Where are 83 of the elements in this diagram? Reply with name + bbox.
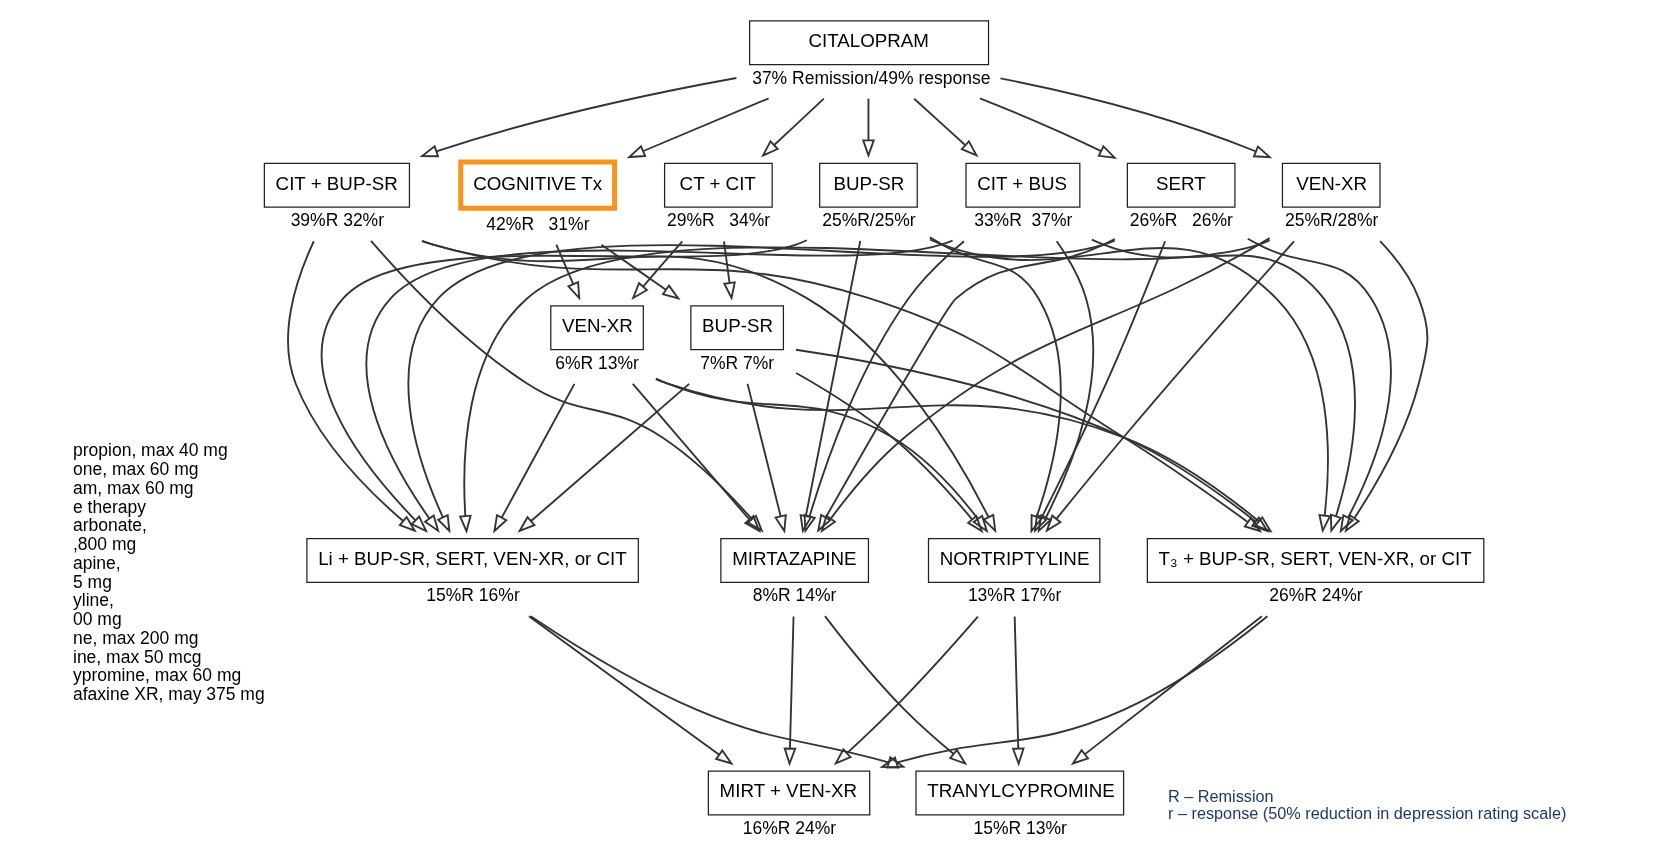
- node-label: 13%R 17%r: [967, 585, 1061, 606]
- arrow: [1033, 240, 1166, 534]
- label: apine,: [72, 552, 121, 573]
- node-box: MIRT + VEN-XR: [707, 770, 870, 816]
- label: r – response (50% reduction in depression rating scale): [1167, 804, 1566, 823]
- arrow: [626, 97, 770, 159]
- node-label: 29%R 34%r: [666, 210, 770, 231]
- arrow: [1090, 238, 1356, 534]
- arrow: [782, 615, 797, 767]
- arrow: [746, 382, 787, 534]
- node-box: MIRTAZAPINE: [719, 537, 869, 583]
- label: afaxine XR, may 375 mg: [72, 684, 265, 705]
- node-box: BUP-SR: [818, 162, 918, 208]
- arrow: [799, 240, 861, 534]
- arrow: [631, 382, 761, 534]
- arrow: [1246, 237, 1392, 534]
- node-box: VEN-XR: [549, 305, 644, 351]
- arrow: [803, 240, 965, 534]
- label: 00 mg: [72, 609, 122, 630]
- node-box: SERT: [1126, 162, 1236, 208]
- node-label: 33%R 37%r: [973, 210, 1072, 231]
- node-label: 26%R 26%r: [1129, 210, 1233, 231]
- arrow: [1343, 240, 1428, 534]
- arrow: [320, 239, 808, 534]
- node-label: 25%R/28%r: [1284, 210, 1378, 231]
- node-box: COGNITIVE Tx: [457, 159, 617, 211]
- arrow: [861, 97, 875, 159]
- label: ,800 mg: [72, 534, 136, 555]
- node-label: 8%R 14%r: [752, 585, 836, 606]
- arrow: [722, 240, 736, 301]
- arrow: [1011, 615, 1025, 767]
- node-label: 42%R 31%r: [485, 213, 589, 234]
- node-label: 26%R 24%r: [1268, 585, 1363, 606]
- node-label: 7%R 7%r: [699, 352, 774, 373]
- arrow: [492, 382, 575, 534]
- arrow: [286, 240, 417, 533]
- arrow: [654, 377, 989, 534]
- arrow: [369, 240, 764, 533]
- arrow: [527, 615, 734, 766]
- arrow: [517, 382, 690, 533]
- node-box: CITALOPRAM: [748, 20, 989, 66]
- label: e therapy: [72, 496, 146, 517]
- arrow: [760, 97, 825, 158]
- node-box: TRANYLCYPROMINE: [914, 770, 1124, 816]
- node-box: VEN-XR: [1281, 162, 1381, 208]
- arrow: [912, 97, 979, 158]
- node-label: 37% Remission/49% response: [751, 67, 990, 88]
- arrow: [1044, 240, 1295, 533]
- label: propion, max 40 mg: [72, 440, 228, 461]
- node-label: 25%R/25%r: [821, 210, 916, 231]
- label: one, max 60 mg: [72, 459, 198, 480]
- arrow: [978, 97, 1117, 159]
- node-label: 6%R 13%r: [554, 352, 639, 373]
- arrow: [1070, 615, 1263, 766]
- arrow: [794, 348, 1270, 533]
- arrow: [554, 243, 580, 301]
- arrow: [600, 243, 681, 301]
- node-box: CIT + BUS: [964, 162, 1080, 208]
- node-label: 15%R 16%r: [425, 585, 520, 606]
- arrow: [365, 239, 954, 534]
- node-label: 15%R 13%r: [973, 817, 1067, 838]
- node-box: CIT + BUP-SR: [263, 162, 410, 208]
- arrow: [928, 238, 1331, 534]
- node-box: CT + CIT: [663, 162, 773, 208]
- node-box: T₃ + BUP-SR, SERT, VEN-XR, or CIT: [1146, 537, 1484, 583]
- arrow: [630, 240, 683, 301]
- node-label: 16%R 24%r: [742, 817, 836, 838]
- arrow: [418, 77, 737, 158]
- arrow: [794, 372, 984, 534]
- arrow: [1036, 240, 1094, 534]
- node-box: NORTRIPTYLINE: [927, 537, 1100, 583]
- arrow: [406, 239, 1116, 534]
- arrow: [999, 77, 1272, 159]
- node-box: Li + BUP-SR, SERT, VEN-XR, or CIT: [305, 537, 639, 583]
- arrow: [928, 236, 1062, 534]
- arrow: [529, 615, 906, 769]
- arrow: [816, 238, 1116, 533]
- arrow: [654, 378, 1273, 533]
- node-box: BUP-SR: [689, 305, 784, 351]
- node-label: 39%R 32%r: [290, 210, 384, 231]
- label: R – Remission: [1167, 786, 1274, 805]
- arrow: [819, 237, 1271, 534]
- arrow: [878, 615, 1268, 769]
